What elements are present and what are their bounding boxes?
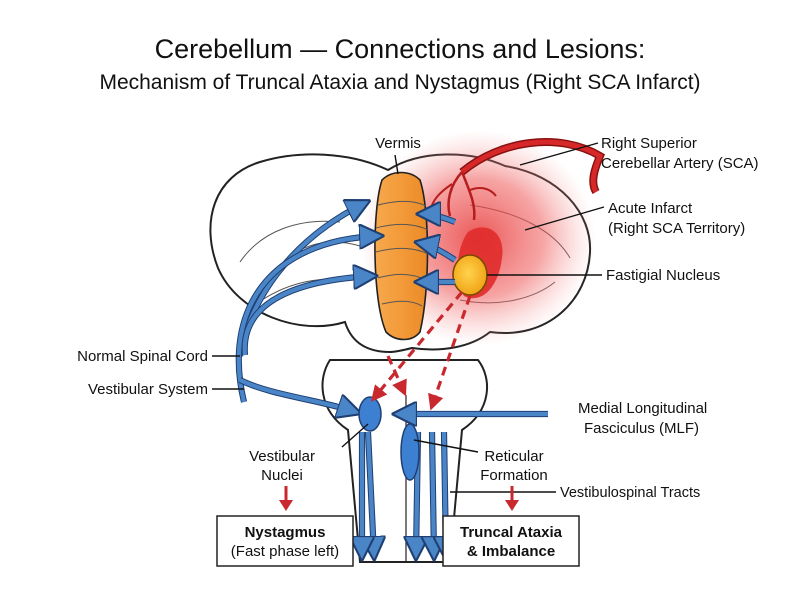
reticular-label-line2: Formation xyxy=(480,467,548,484)
vestibular-nuclei-label-line1: Vestibular xyxy=(249,448,315,465)
ataxia-subtitle: & Imbalance xyxy=(467,543,555,560)
ataxia-title: Truncal Ataxia xyxy=(460,524,563,541)
diagram-title: Cerebellum — Connections and Lesions: xyxy=(155,34,646,64)
sca-label-line1: Right Superior xyxy=(601,135,697,152)
sca-artery xyxy=(429,138,606,221)
diagram-subtitle: Mechanism of Truncal Ataxia and Nystagmu… xyxy=(99,71,700,94)
vestibular-nuclei xyxy=(358,396,382,432)
infarct-label-line2: (Right SCA Territory) xyxy=(608,220,745,237)
nystagmus-title: Nystagmus xyxy=(245,524,326,541)
fastigial-nucleus xyxy=(452,254,488,296)
vermis xyxy=(374,171,429,341)
vestibulospinal-label: Vestibulospinal Tracts xyxy=(560,485,700,501)
vermis-label: Vermis xyxy=(375,135,421,152)
nystagmus-detail: (Fast phase left) xyxy=(231,543,339,560)
reticular-label-line1: Reticular xyxy=(484,448,543,465)
nystagmus-box: Nystagmus (Fast phase left) xyxy=(216,515,354,567)
vestibular-nuclei-label-line2: Nuclei xyxy=(261,467,303,484)
vestibular-system-label: Vestibular System xyxy=(88,381,208,398)
mlf-label-line2: Fasciculus (MLF) xyxy=(584,420,699,437)
sca-label-line2: Cerebellar Artery (SCA) xyxy=(601,155,759,172)
mlf-label-line1: Medial Longitudinal xyxy=(578,400,707,417)
leader-lines xyxy=(212,142,605,493)
ataxia-box: Truncal Ataxia & Imbalance xyxy=(442,515,580,567)
lesion-arrows xyxy=(370,290,472,411)
spinal-cord-label: Normal Spinal Cord xyxy=(77,348,208,365)
infarct-label-line1: Acute Infarct xyxy=(608,200,693,217)
outcome-arrows xyxy=(279,486,519,511)
reticular-formation xyxy=(400,423,420,481)
fastigial-label: Fastigial Nucleus xyxy=(606,267,720,284)
